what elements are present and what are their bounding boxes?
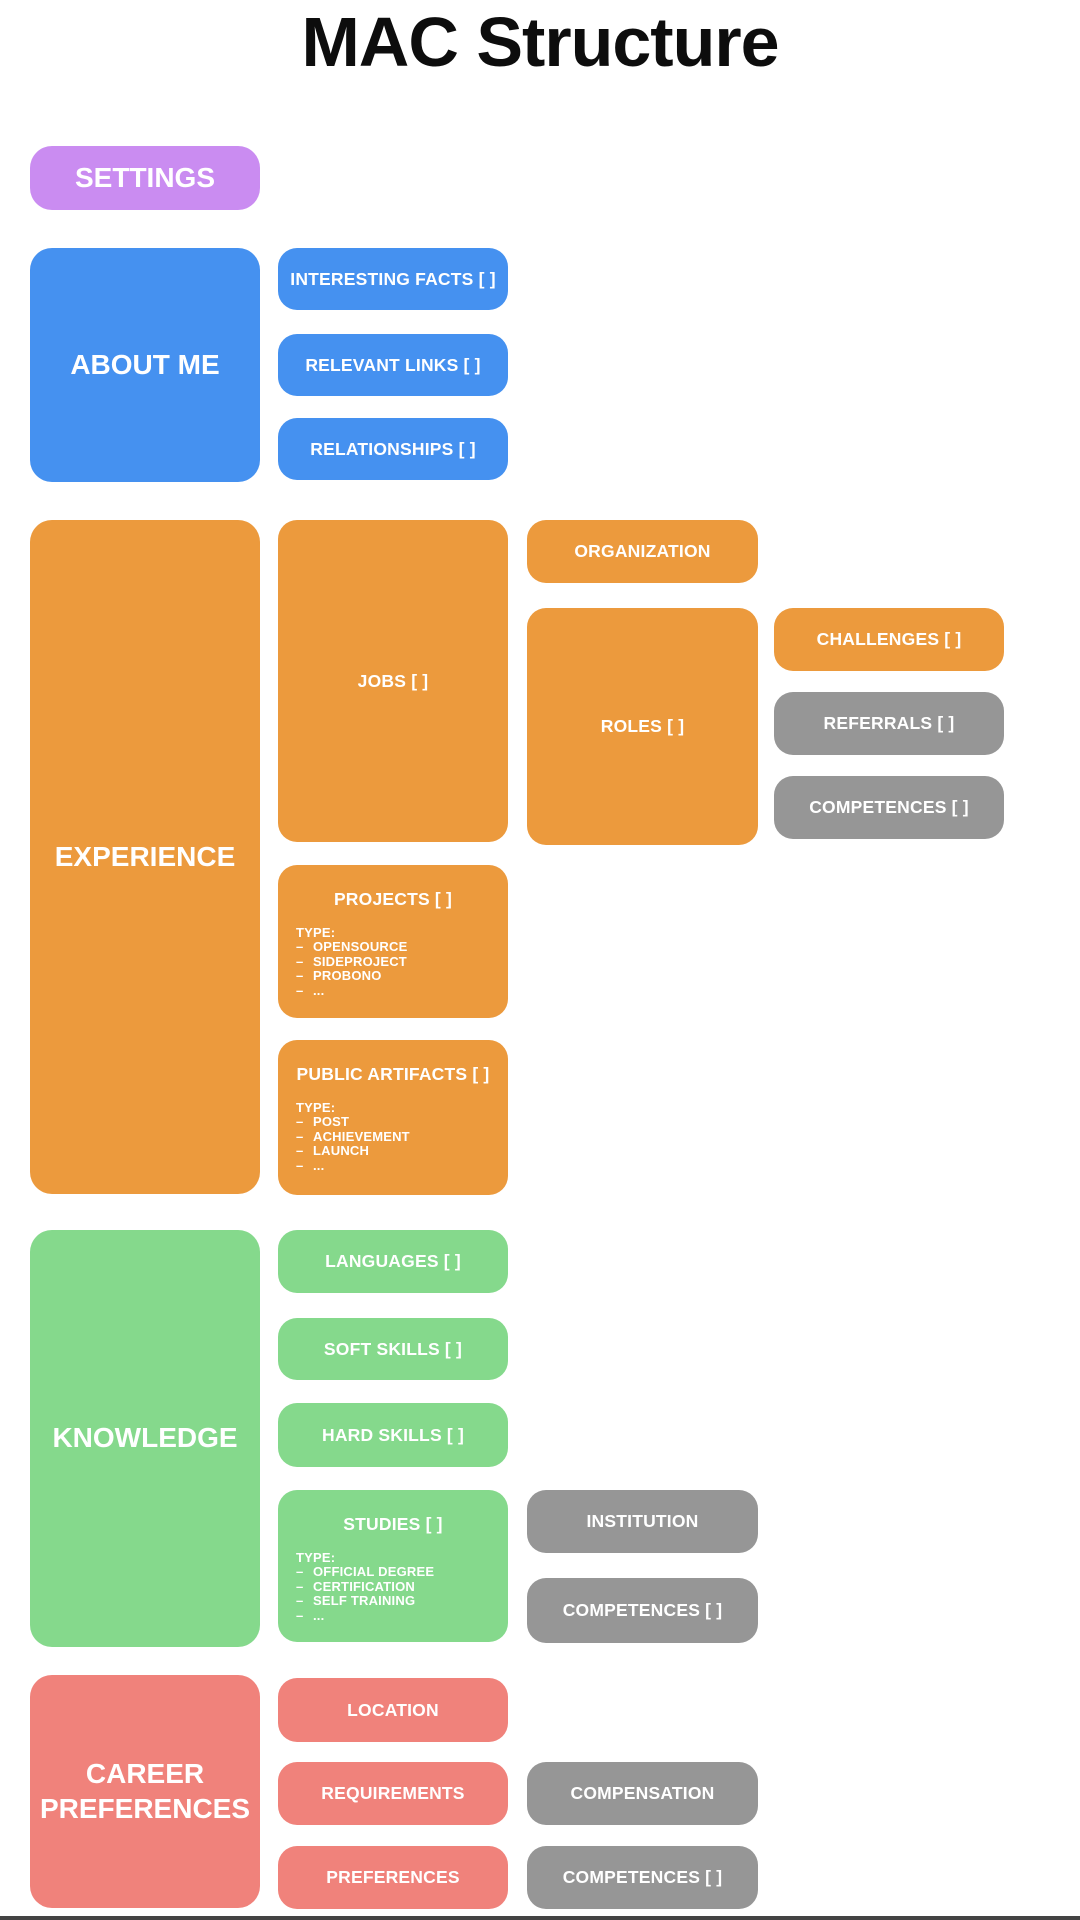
- competences-career-node: COMPETENCES [ ]: [527, 1846, 758, 1909]
- roles-node: ROLES [ ]: [527, 608, 758, 845]
- type-item: ...: [296, 1158, 508, 1173]
- requirements-node: REQUIREMENTS: [278, 1762, 508, 1825]
- type-item: POST: [296, 1114, 508, 1129]
- type-item: ...: [296, 1608, 508, 1623]
- studies-label: STUDIES [ ]: [343, 1514, 443, 1534]
- type-item: OFFICIAL DEGREE: [296, 1564, 508, 1579]
- jobs-node: JOBS [ ]: [278, 520, 508, 842]
- studies-node: STUDIES [ ] TYPE: OFFICIAL DEGREE CERTIF…: [278, 1490, 508, 1642]
- type-item: PROBONO: [296, 968, 508, 983]
- challenges-node: CHALLENGES [ ]: [774, 608, 1004, 671]
- type-item: OPENSOURCE: [296, 939, 508, 954]
- languages-node: LANGUAGES [ ]: [278, 1230, 508, 1293]
- knowledge-node: KNOWLEDGE: [30, 1230, 260, 1647]
- type-item: SIDEPROJECT: [296, 954, 508, 969]
- competences-roles-node: COMPETENCES [ ]: [774, 776, 1004, 839]
- relationships-node: RELATIONSHIPS [ ]: [278, 418, 508, 480]
- competences-studies-node: COMPETENCES [ ]: [527, 1578, 758, 1643]
- referrals-node: REFERRALS [ ]: [774, 692, 1004, 755]
- public-artifacts-node: PUBLIC ARTIFACTS [ ] TYPE: POST ACHIEVEM…: [278, 1040, 508, 1195]
- settings-node: SETTINGS: [30, 146, 260, 210]
- interesting-facts-node: INTERESTING FACTS [ ]: [278, 248, 508, 310]
- soft-skills-node: SOFT SKILLS [ ]: [278, 1318, 508, 1380]
- public-artifacts-label: PUBLIC ARTIFACTS [ ]: [296, 1064, 490, 1084]
- compensation-node: COMPENSATION: [527, 1762, 758, 1825]
- studies-type-block: TYPE: OFFICIAL DEGREE CERTIFICATION SELF…: [278, 1550, 508, 1623]
- projects-label: PROJECTS [ ]: [333, 889, 453, 909]
- type-item: ...: [296, 983, 508, 998]
- bottom-edge-bar: [0, 1916, 1080, 1920]
- relevant-links-node: RELEVANT LINKS [ ]: [278, 334, 508, 396]
- page-title: MAC Structure: [301, 3, 779, 81]
- public-artifacts-type-block: TYPE: POST ACHIEVEMENT LAUNCH ...: [278, 1100, 508, 1173]
- experience-node: EXPERIENCE: [30, 520, 260, 1194]
- preferences-node: PREFERENCES: [278, 1846, 508, 1909]
- public-artifacts-type-list: POST ACHIEVEMENT LAUNCH ...: [296, 1114, 508, 1173]
- projects-type-list: OPENSOURCE SIDEPROJECT PROBONO ...: [296, 939, 508, 998]
- career-preferences-node: CAREER PREFERENCES: [30, 1675, 260, 1908]
- institution-node: INSTITUTION: [527, 1490, 758, 1553]
- hard-skills-node: HARD SKILLS [ ]: [278, 1403, 508, 1467]
- organization-node: ORGANIZATION: [527, 520, 758, 583]
- studies-type-list: OFFICIAL DEGREE CERTIFICATION SELF TRAIN…: [296, 1564, 508, 1623]
- type-item: LAUNCH: [296, 1143, 508, 1158]
- type-item: CERTIFICATION: [296, 1579, 508, 1594]
- type-item: SELF TRAINING: [296, 1593, 508, 1608]
- projects-node: PROJECTS [ ] TYPE: OPENSOURCE SIDEPROJEC…: [278, 865, 508, 1018]
- studies-type-heading: TYPE:: [296, 1550, 336, 1565]
- projects-type-heading: TYPE:: [296, 925, 336, 940]
- about-me-node: ABOUT ME: [30, 248, 260, 482]
- public-artifacts-type-heading: TYPE:: [296, 1100, 336, 1115]
- location-node: LOCATION: [278, 1678, 508, 1742]
- type-item: ACHIEVEMENT: [296, 1129, 508, 1144]
- projects-type-block: TYPE: OPENSOURCE SIDEPROJECT PROBONO ...: [278, 925, 508, 998]
